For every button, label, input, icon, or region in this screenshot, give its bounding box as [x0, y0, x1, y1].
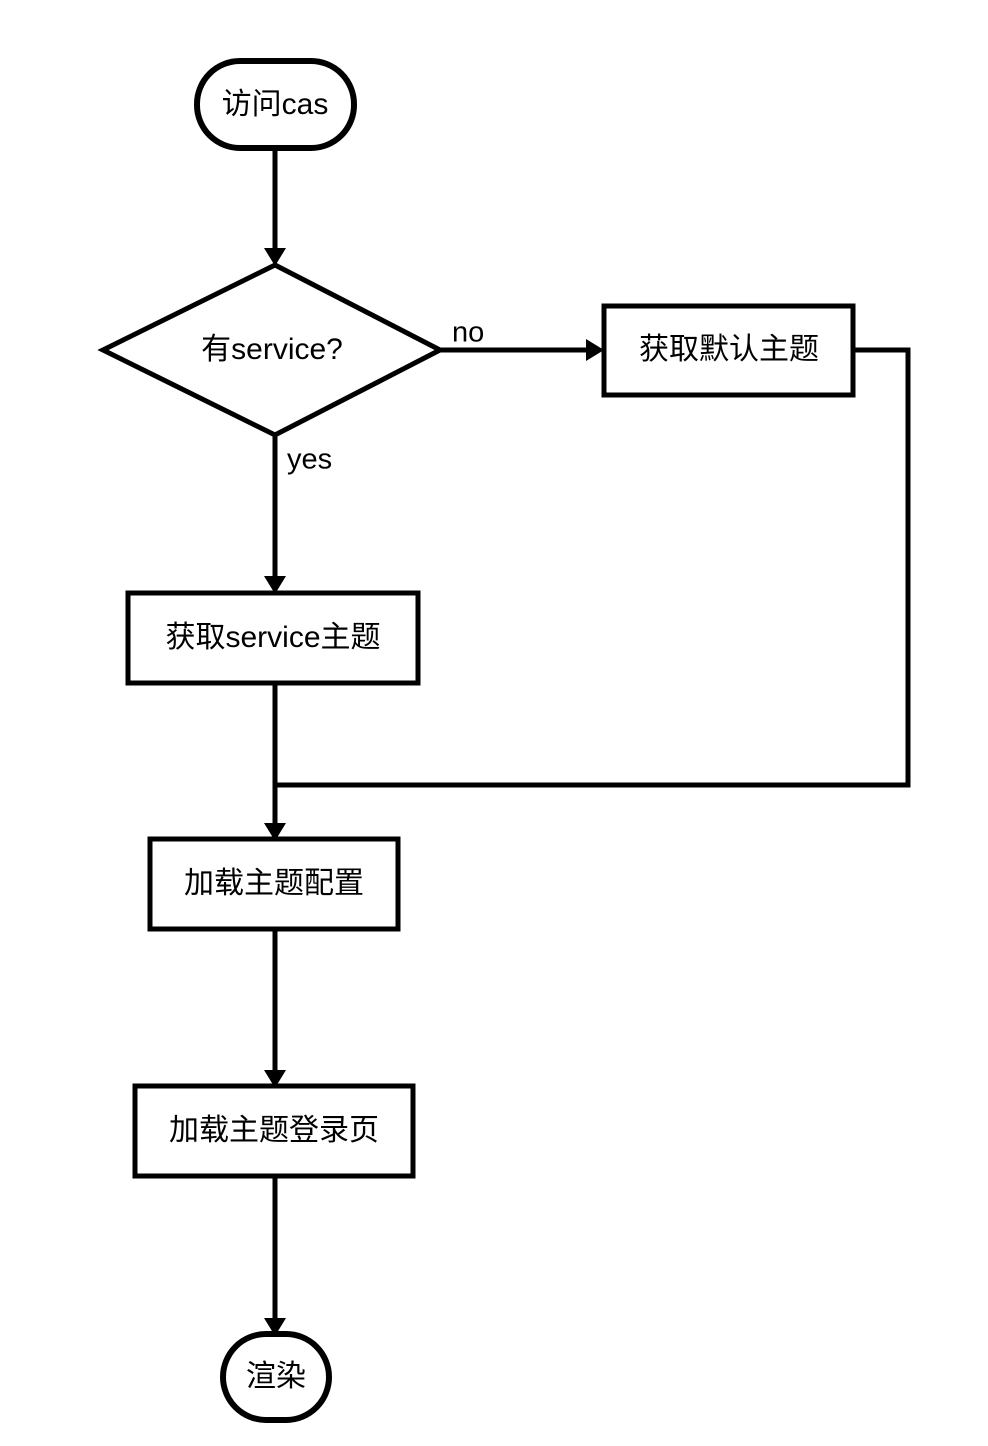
node-decision-has-service[interactable]: 有service?: [97, 262, 446, 438]
edge-service-theme-to-config: [264, 683, 286, 841]
node-get-service-theme-shape: [125, 590, 421, 686]
node-start[interactable]: 访问cas: [194, 58, 357, 151]
node-get-default-theme[interactable]: 获取默认主题: [601, 303, 856, 398]
node-start-label: 访问cas: [222, 88, 329, 121]
node-decision-shape: [97, 262, 446, 438]
edge-decision-no: no: [440, 317, 604, 361]
node-load-theme-config-shape: [147, 836, 401, 932]
edge-decision-yes: yes: [264, 435, 332, 594]
node-end-render-shape: [220, 1331, 332, 1423]
node-load-theme-config[interactable]: 加载主题配置: [147, 836, 401, 932]
edge-label-no: no: [452, 317, 484, 349]
node-end-render-label: 渲染: [246, 1360, 306, 1393]
node-load-theme-login-page[interactable]: 加载主题登录页: [132, 1083, 416, 1179]
node-decision-label: 有service?: [201, 333, 343, 366]
edge-default-theme-to-merge: [275, 347, 911, 788]
node-load-theme-config-label: 加载主题配置: [184, 867, 364, 900]
node-end-render[interactable]: 渲染: [220, 1331, 332, 1423]
node-load-theme-login-page-label: 加载主题登录页: [169, 1114, 379, 1147]
edge-label-yes: yes: [287, 444, 332, 476]
edge-login-page-to-end: [264, 1176, 286, 1336]
node-get-default-theme-shape: [601, 303, 856, 398]
node-get-default-theme-label: 获取默认主题: [639, 333, 819, 366]
node-get-service-theme-label: 获取service主题: [165, 621, 380, 654]
node-load-theme-login-page-shape: [132, 1083, 416, 1179]
edge-start-to-decision: [264, 148, 286, 266]
node-get-service-theme[interactable]: 获取service主题: [125, 590, 421, 686]
node-start-shape: [194, 58, 357, 151]
edge-config-to-login-page: [264, 929, 286, 1088]
